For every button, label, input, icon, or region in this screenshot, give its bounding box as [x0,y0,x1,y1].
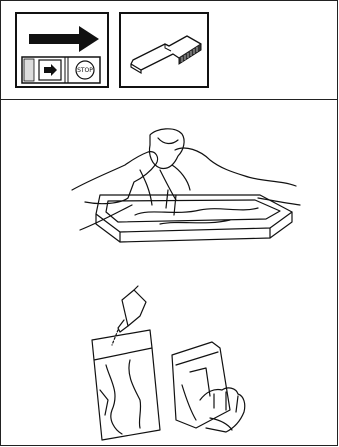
plastic-bag-left [92,330,160,440]
plastic-bag-right [172,342,230,428]
hand-icon [200,388,245,432]
bottle-icon [118,286,146,332]
